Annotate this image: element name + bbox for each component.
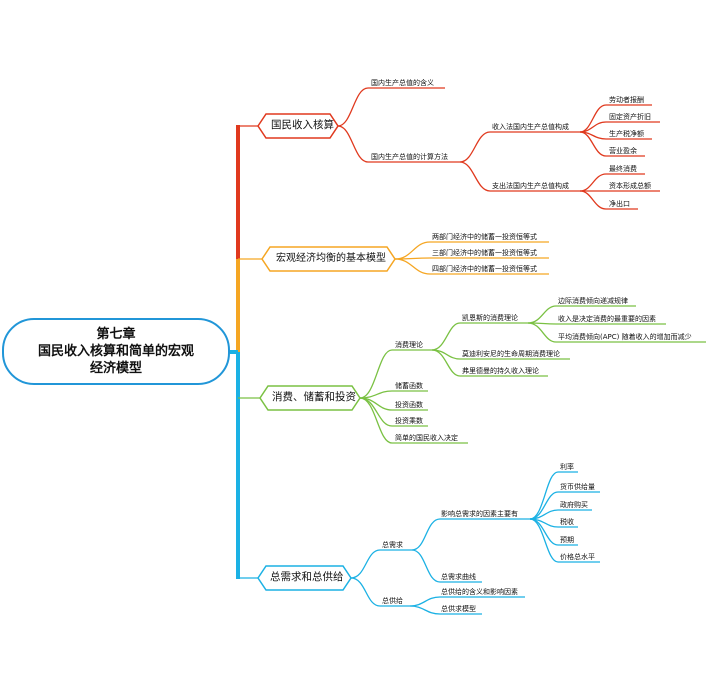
trunk-red [236, 125, 240, 259]
subtopic-aggregate-demand-curve[interactable]: 总需求曲线 [441, 573, 476, 581]
branch1-connectors [238, 87, 660, 210]
leaf-three-sector-identity[interactable]: 三部门经济中的储蓄一投资恒等式 [432, 249, 537, 257]
leaf-money-supply[interactable]: 货币供给量 [560, 483, 595, 491]
leaf-net-production-tax[interactable]: 生产税净额 [609, 130, 644, 138]
leaf-tax[interactable]: 税收 [560, 518, 574, 526]
leaf-capital-formation[interactable]: 资本形成总额 [609, 182, 651, 190]
leaf-supply-demand-model[interactable]: 总供求模型 [441, 605, 476, 613]
topic-aggregate-demand-supply[interactable]: 总需求和总供给 [270, 571, 344, 583]
leaf-saving-function[interactable]: 储蓄函数 [395, 382, 423, 390]
leaf-investment-function[interactable]: 投资函数 [395, 401, 423, 409]
leaf-fixed-asset-depreciation[interactable]: 固定资产折旧 [609, 113, 651, 121]
leaf-net-exports[interactable]: 净出口 [609, 200, 630, 208]
subtopic-gdp-calculation[interactable]: 国内生产总值的计算方法 [371, 153, 448, 161]
branch4-connectors [238, 471, 600, 615]
leaf-income-determines-consumption[interactable]: 收入是决定消费的最重要的因素 [558, 315, 656, 323]
subtopic-income-approach[interactable]: 收入法国内生产总值构成 [492, 123, 569, 131]
branch2-connectors [238, 241, 549, 275]
subtopic-expenditure-approach[interactable]: 支出法国内生产总值构成 [492, 182, 569, 190]
subtopic-keynes-consumption[interactable]: 凯恩斯的消费理论 [462, 314, 518, 322]
root-title-line3: 经济模型 [89, 361, 142, 376]
trunk-cyan [236, 352, 240, 579]
subtopic-demand-factors[interactable]: 影响总需求的因素主要有 [441, 510, 518, 518]
trunk-orange [236, 259, 240, 352]
subtopic-consumption-theory[interactable]: 消费理论 [395, 341, 423, 349]
leaf-two-sector-identity[interactable]: 两部门经济中的储蓄一投资恒等式 [432, 233, 537, 241]
branch3-connectors [238, 305, 706, 444]
leaf-diminishing-mpc[interactable]: 边际消费倾向递减规律 [558, 297, 628, 305]
leaf-supply-meaning-factors[interactable]: 总供给的含义和影响因素 [441, 588, 518, 596]
leaf-interest-rate[interactable]: 利率 [560, 463, 574, 471]
topic-macro-equilibrium-model[interactable]: 宏观经济均衡的基本模型 [276, 253, 386, 264]
root-title-line2: 国民收入核算和简单的宏观 [37, 344, 194, 359]
leaf-investment-multiplier[interactable]: 投资乘数 [395, 417, 423, 425]
topic-national-income-accounting[interactable]: 国民收入核算 [271, 119, 334, 131]
leaf-simple-income-determination[interactable]: 简单的国民收入决定 [395, 434, 458, 442]
leaf-operating-surplus[interactable]: 营业盈余 [609, 147, 637, 155]
subtopic-aggregate-demand[interactable]: 总需求 [382, 541, 403, 549]
root-title-line1: 第七章 [96, 327, 136, 342]
leaf-four-sector-identity[interactable]: 四部门经济中的储蓄一投资恒等式 [432, 265, 537, 273]
topic-consumption-saving-investment[interactable]: 消费、储蓄和投资 [272, 391, 356, 403]
subtopic-aggregate-supply[interactable]: 总供给 [382, 597, 403, 605]
subtopic-gdp-meaning[interactable]: 国内生产总值的含义 [371, 79, 434, 87]
root-topic[interactable]: 第七章 国民收入核算和简单的宏观 经济模型 [2, 318, 230, 385]
leaf-price-level[interactable]: 价格总水平 [560, 553, 595, 561]
subtopic-life-cycle-theory[interactable]: 莫迪利安尼的生命周期消费理论 [462, 350, 560, 358]
leaf-apc-decreases[interactable]: 平均消费倾向(APC) 随着收入的增加而减少 [558, 333, 692, 341]
leaf-labor-compensation[interactable]: 劳动者报酬 [609, 96, 644, 104]
leaf-government-purchase[interactable]: 政府购买 [560, 501, 588, 509]
leaf-final-consumption[interactable]: 最终消费 [609, 165, 637, 173]
subtopic-permanent-income[interactable]: 弗里德曼的持久收入理论 [462, 367, 539, 375]
leaf-expectations[interactable]: 预期 [560, 536, 574, 544]
